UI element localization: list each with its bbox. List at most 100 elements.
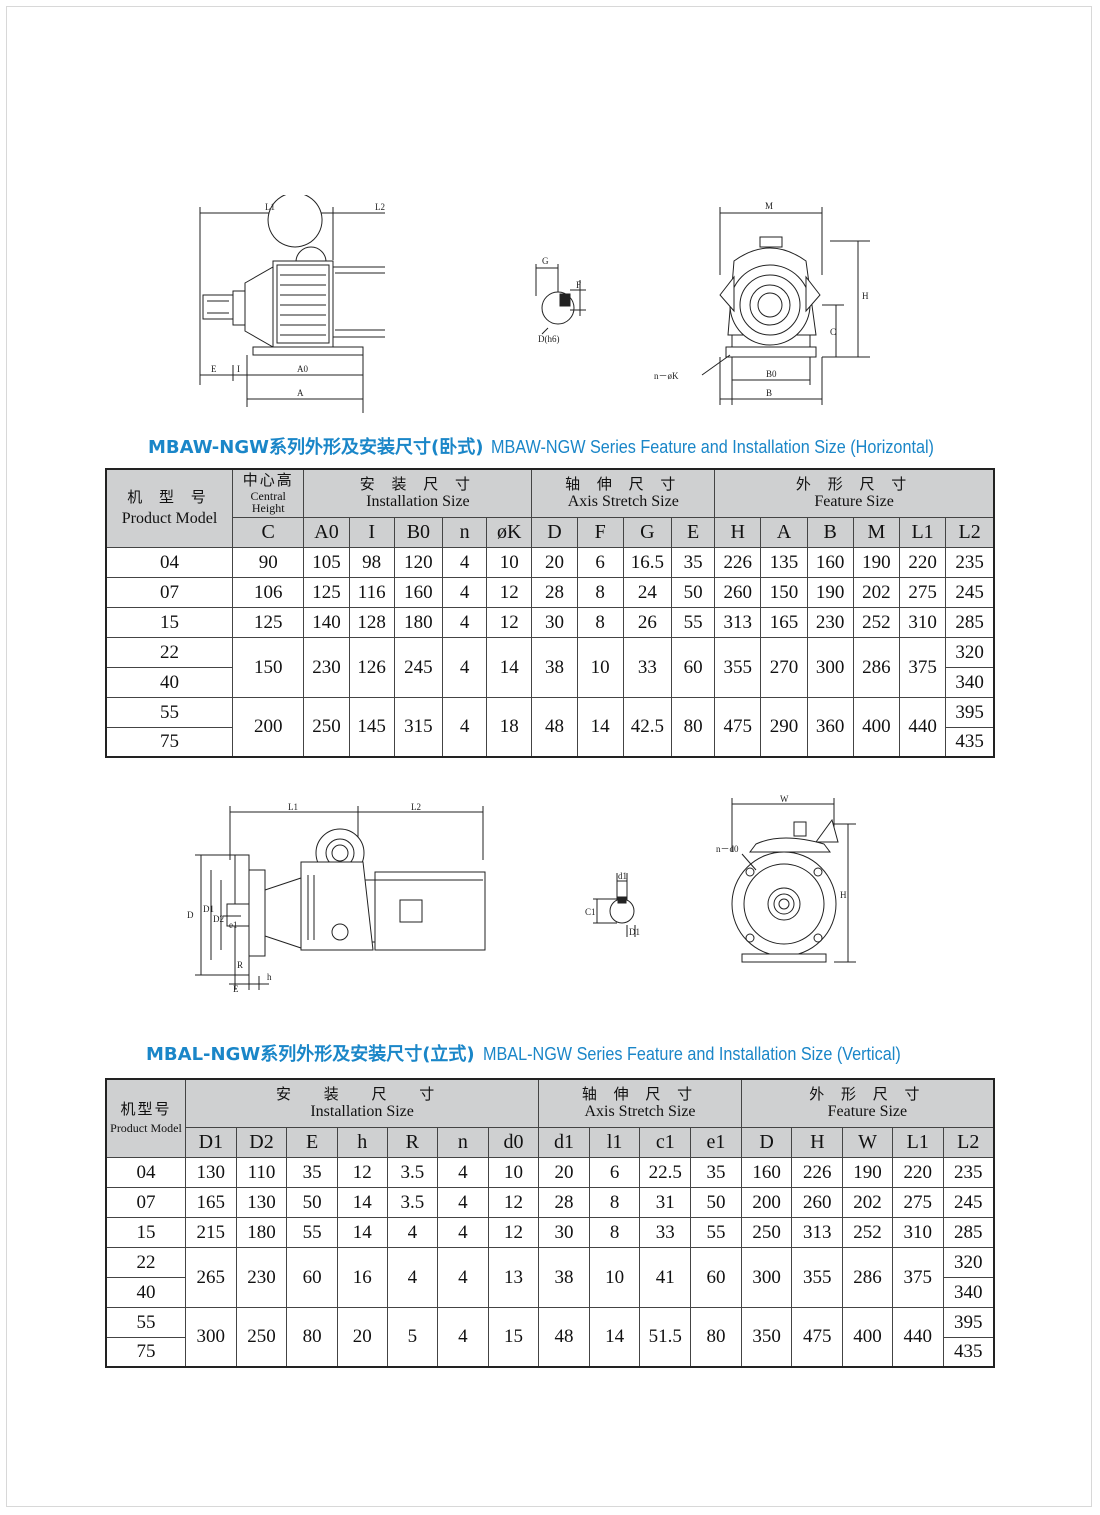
value-cell: 350 <box>740 1306 793 1368</box>
dim-label-f: F <box>576 280 581 290</box>
value-cell: 313 <box>714 606 762 638</box>
value-cell: 80 <box>670 696 716 758</box>
vertical-title-cn: MBAL-NGW系列外形及安装尺寸(立式) <box>146 1044 475 1065</box>
value-cell: 10 <box>588 1246 641 1308</box>
value-cell: 55 <box>286 1216 338 1248</box>
vertical-header-feature: 外 形 尺 寸 Feature Size <box>740 1078 995 1128</box>
value-cell: 160 <box>740 1156 793 1188</box>
horizontal-col-a: A <box>760 516 808 548</box>
value-cell: 245 <box>942 1186 995 1218</box>
value-cell: 285 <box>942 1216 995 1248</box>
value-cell: 60 <box>286 1246 338 1308</box>
value-cell: 320 <box>942 1246 995 1278</box>
value-cell: 4 <box>437 1216 489 1248</box>
value-cell: 4 <box>386 1246 439 1308</box>
model-cell: 55 <box>105 1306 186 1338</box>
value-cell: 265 <box>184 1246 237 1308</box>
page-border <box>6 6 1092 1507</box>
horizontal-header-axis: 轴 伸 尺 寸 Axis Stretch Size <box>531 468 716 518</box>
value-cell: 200 <box>232 696 305 758</box>
value-cell: 180 <box>235 1216 288 1248</box>
horizontal-col-h: H <box>714 516 762 548</box>
value-cell: 20 <box>531 546 578 578</box>
value-cell: 220 <box>898 546 947 578</box>
value-cell: 4 <box>441 636 488 698</box>
value-cell: 230 <box>303 636 350 698</box>
horizontal-header-axis-en: Axis Stretch Size <box>567 492 679 510</box>
vertical-col-l2: L2 <box>942 1126 995 1158</box>
dim-label-g: G <box>542 256 549 266</box>
value-cell: 5 <box>386 1306 439 1368</box>
vertical-col-d0: d0 <box>487 1126 540 1158</box>
v-dim-label-h: h <box>267 972 272 982</box>
value-cell: 14 <box>336 1216 388 1248</box>
dim-label-l2: L2 <box>375 202 385 212</box>
vertical-col-d1: D1 <box>184 1126 237 1158</box>
vertical-col-d: D <box>740 1126 793 1158</box>
value-cell: 250 <box>235 1306 288 1368</box>
horizontal-col-k: øK <box>486 516 533 548</box>
horizontal-header-central-cn: 中心高 <box>242 470 294 489</box>
vertical-header-model: 机型号 Product Model <box>105 1078 186 1158</box>
value-cell: 140 <box>303 606 350 638</box>
value-cell: 42.5 <box>622 696 672 758</box>
value-cell: 22.5 <box>639 1156 692 1188</box>
value-cell: 230 <box>806 606 854 638</box>
value-cell: 275 <box>898 576 947 608</box>
value-cell: 24 <box>622 576 672 608</box>
value-cell: 395 <box>942 1306 995 1338</box>
value-cell: 300 <box>740 1246 793 1308</box>
vertical-col-d2: D2 <box>235 1126 288 1158</box>
vertical-col-e: E <box>286 1126 338 1158</box>
value-cell: 50 <box>690 1186 742 1218</box>
value-cell: 160 <box>393 576 443 608</box>
value-cell: 475 <box>791 1306 844 1368</box>
vertical-header-model-en: Product Model <box>110 1121 182 1136</box>
value-cell: 33 <box>639 1216 692 1248</box>
v-dim-label-l2: L2 <box>411 802 421 812</box>
value-cell: 440 <box>898 696 947 758</box>
vertical-col-w: W <box>842 1126 893 1158</box>
value-cell: 10 <box>576 636 624 698</box>
model-cell: 07 <box>105 1186 186 1218</box>
value-cell: 435 <box>942 1336 995 1368</box>
v-dim-label-l1: L1 <box>288 802 298 812</box>
value-cell: 180 <box>393 606 443 638</box>
value-cell: 38 <box>531 636 578 698</box>
model-cell: 40 <box>105 666 234 698</box>
value-cell: 10 <box>486 546 533 578</box>
vertical-side-view-drawing: L1 L2 D D1 D2 e1 R E h <box>183 800 493 995</box>
value-cell: 200 <box>740 1186 793 1218</box>
model-cell: 15 <box>105 606 234 638</box>
value-cell: 375 <box>898 636 947 698</box>
value-cell: 8 <box>576 576 624 608</box>
value-cell: 12 <box>486 576 533 608</box>
value-cell: 245 <box>393 636 443 698</box>
horizontal-col-n: n <box>441 516 488 548</box>
vertical-header-install: 安 装 尺 寸 Installation Size <box>184 1078 540 1128</box>
model-cell: 40 <box>105 1276 186 1308</box>
horizontal-col-m: M <box>852 516 900 548</box>
horizontal-spec-table: 机 型 号 Product Model 中心高 Central Height 安… <box>105 468 995 758</box>
value-cell: 4 <box>437 1186 489 1218</box>
value-cell: 8 <box>588 1186 641 1218</box>
value-cell: 286 <box>852 636 900 698</box>
value-cell: 360 <box>806 696 854 758</box>
vertical-header-model-cn: 机型号 <box>120 1100 172 1119</box>
horizontal-title-en: MBAW-NGW Series Feature and Installation… <box>491 437 935 457</box>
value-cell: 310 <box>898 606 947 638</box>
value-cell: 14 <box>588 1306 641 1368</box>
horizontal-col-f: F <box>576 516 624 548</box>
value-cell: 375 <box>891 1246 944 1308</box>
dim-label-d-h6: D(h6) <box>538 334 560 344</box>
value-cell: 50 <box>670 576 716 608</box>
horizontal-header-central: 中心高 Central Height <box>232 468 305 518</box>
horizontal-shaft-section-svg: G F D(h6) <box>535 256 586 344</box>
horizontal-header-install: 安 装 尺 寸 Installation Size <box>303 468 533 518</box>
